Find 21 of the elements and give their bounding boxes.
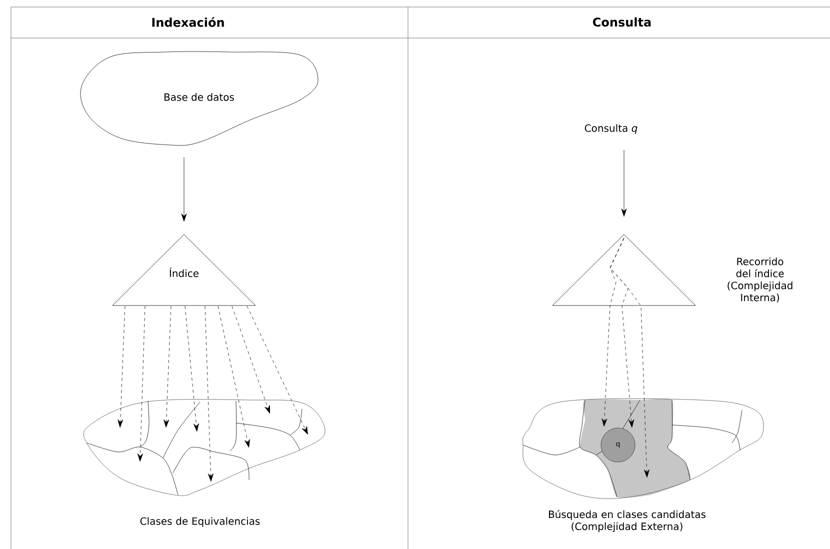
arrow	[181, 156, 187, 222]
column-heading: Indexación	[152, 17, 224, 27]
arrow	[246, 306, 308, 435]
partition-blob	[83, 399, 326, 496]
arrow	[232, 306, 270, 414]
arrow	[184, 306, 199, 432]
arrow	[610, 238, 650, 478]
arrow	[204, 306, 214, 482]
arrow	[118, 306, 126, 428]
query-text: Consulta q	[584, 124, 638, 134]
arrow	[138, 306, 146, 462]
arrow	[621, 150, 627, 217]
column-heading: Consulta	[593, 17, 651, 27]
database-cloud: Base de datos	[80, 51, 318, 146]
index-triangle: Índice	[112, 234, 256, 306]
node-label: Recorrido del índice (Complejidad Interna)	[728, 258, 792, 302]
index-triangle	[552, 234, 696, 306]
node-label: Clases de Equivalencias	[140, 517, 260, 527]
arrow	[218, 306, 250, 448]
arrow	[164, 306, 172, 428]
node-label: Búsqueda en clases candidatas (Complejidad Externa)	[549, 510, 706, 532]
